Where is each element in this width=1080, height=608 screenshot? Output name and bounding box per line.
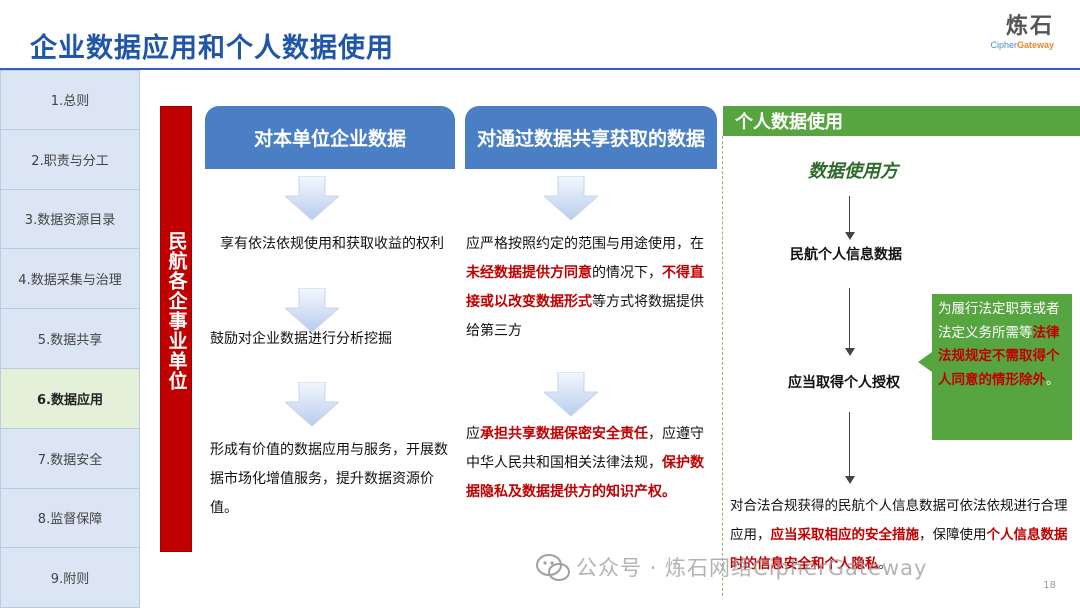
wechat-icon [536, 554, 570, 581]
sidebar-item-data-application[interactable]: 6.数据应用 [0, 368, 140, 429]
col-enterprise-header: 对本单位企业数据 [205, 106, 455, 169]
subject-bar: 民航各企事业单位 [160, 106, 192, 552]
sidebar-item-data-security[interactable]: 7.数据安全 [0, 428, 140, 489]
logo-en-suffix: Gateway [1016, 40, 1054, 50]
logo-en-text: CipherGateway [990, 40, 1054, 50]
col-b-responsibility-text: 应承担共享数据保密安全责任，应遵守中华人民共和国相关法律法规，保护数据隐私及数据… [466, 420, 716, 507]
col-b-usage-text: 应严格按照约定的范围与用途使用，在未经数据提供方同意的情况下，不得直接或以改变数… [466, 230, 716, 346]
page-number: 18 [1043, 580, 1056, 591]
flow-arrow-icon [845, 196, 855, 240]
personal-data-header: 个人数据使用 [723, 106, 1080, 136]
callout-pointer [918, 352, 932, 372]
col-b-usage-s5: 等方式将数据提供给第三方 [466, 294, 704, 339]
sidebar-item-data-sharing[interactable]: 5.数据共享 [0, 309, 140, 369]
note-em2: 个人信息数据时的信息安全和个人隐私 [730, 527, 1068, 572]
sidebar-item-general[interactable]: 1.总则 [0, 70, 140, 130]
col-b-usage-s1: 应严格按照约定的范围与用途使用，在 [466, 236, 704, 252]
col-a-value-text: 形成有价值的数据应用与服务，开展数据市场化增值服务，提升数据资源价值。 [210, 442, 448, 516]
col-b-usage-s3: 的情况下， [592, 265, 662, 281]
col-b-resp-s3: ，应遵守中华人民共和国相关法律法规， [466, 426, 704, 471]
col-a-right-text: 享有依法依规使用和获取收益的权利 [220, 236, 444, 252]
flow-arrow-icon [845, 288, 855, 356]
exception-callout: 为履行法定职责或者法定义务所需等法律法规规定不需取得个人同意的情形除外。 [932, 294, 1072, 440]
data-user-label: 数据使用方 [808, 161, 898, 182]
logo-cn-text: 炼石 [1005, 14, 1054, 39]
sidebar-item-data-collection[interactable]: 4.数据采集与治理 [0, 249, 140, 310]
brand-logo: 炼石 CipherGateway [990, 14, 1054, 50]
col-shared-header: 对通过数据共享获取的数据 [465, 106, 717, 169]
callout-s3: 。 [1046, 371, 1060, 388]
watermark-text: 公众号 · 炼石网络CipherGateway [576, 556, 928, 580]
sidebar-item-data-catalog[interactable]: 3.数据资源目录 [0, 189, 140, 250]
section-divider [722, 136, 723, 596]
col-b-usage-em2: 不得直接或以改变数据形式 [466, 265, 704, 310]
note-s1: 对合法合规获得的民航个人信息数据可依法依规进行合理应用， [730, 498, 1068, 543]
page-title: 企业数据应用和个人数据使用 [30, 33, 394, 64]
callout-em: 法律法规规定不需取得个人同意的情形除外 [938, 324, 1060, 388]
col-b-resp-s1: 应 [466, 426, 480, 442]
subject-label: 民航各企事业单位 [165, 231, 188, 391]
down-arrow-icon [285, 176, 339, 220]
col-b-resp-em2: 保护数据隐私及数据提供方的知识产权。 [466, 455, 704, 500]
down-arrow-icon [544, 176, 598, 220]
note-em1: 应当采取相应的安全措施 [770, 527, 920, 543]
col-a-encourage-text: 鼓励对企业数据进行分析挖掘 [210, 331, 392, 347]
note-s3: ，保障使用 [919, 527, 987, 543]
personal-usage-note: 对合法合规获得的民航个人信息数据可依法依规进行合理应用，应当采取相应的安全措施，… [730, 492, 1070, 579]
sidebar-item-responsibilities[interactable]: 2.职责与分工 [0, 129, 140, 190]
flow-arrow-icon [845, 412, 855, 484]
down-arrow-icon [285, 288, 339, 332]
col-b-usage-em1: 未经数据提供方同意 [466, 265, 592, 281]
note-s5: 。 [878, 556, 893, 572]
sidebar-item-supplementary[interactable]: 9.附则 [0, 548, 140, 608]
callout-s1: 为履行法定职责或者法定义务所需等 [938, 301, 1060, 341]
title-divider [0, 68, 1080, 70]
sidebar-item-supervision[interactable]: 8.监督保障 [0, 488, 140, 549]
down-arrow-icon [544, 372, 598, 416]
down-arrow-icon [285, 382, 339, 426]
col-b-resp-em1: 承担共享数据保密安全责任 [480, 426, 648, 442]
flow-node-authorization: 应当取得个人授权 [788, 375, 900, 391]
logo-en-prefix: Cipher [990, 40, 1017, 50]
flow-node-personal-info: 民航个人信息数据 [790, 247, 902, 263]
sidebar-nav: 1.总则 2.职责与分工 3.数据资源目录 4.数据采集与治理 5.数据共享 6… [0, 70, 140, 608]
